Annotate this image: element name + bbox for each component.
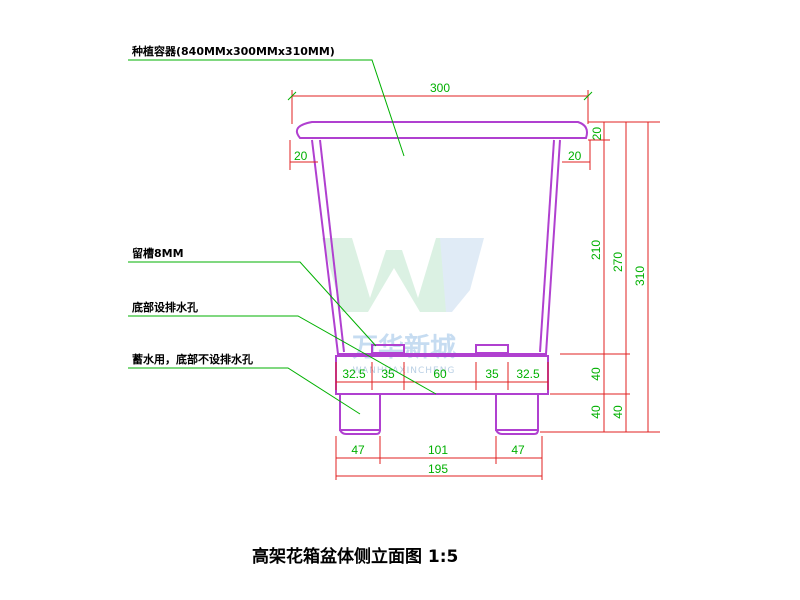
dim-legs bbox=[335, 436, 543, 480]
leader-lines bbox=[128, 59, 437, 415]
dim-h40-inner: 40 bbox=[589, 367, 603, 381]
watermark-logo bbox=[322, 238, 484, 312]
dim-rim-left: 20 bbox=[294, 149, 308, 163]
label-container: 种植容器(840MMx300MMx310MM) bbox=[131, 44, 335, 58]
dim-leg-left: 47 bbox=[351, 443, 365, 457]
label-drain-holes: 底部设排水孔 bbox=[132, 300, 198, 314]
dim-base-width: 195 bbox=[428, 462, 448, 476]
dim-h310: 310 bbox=[633, 266, 647, 286]
drawing-title: 高架花箱盆体侧立面图 1:5 bbox=[252, 546, 458, 567]
dim-35-right: 35 bbox=[485, 367, 499, 381]
dim-leg-gap: 101 bbox=[428, 443, 448, 457]
dim-vertical-chain bbox=[540, 121, 660, 433]
dim-35-left: 35 bbox=[381, 367, 395, 381]
dim-leg-right: 47 bbox=[511, 443, 525, 457]
dim-rim-height: 20 bbox=[590, 127, 604, 141]
dim-rim-right: 20 bbox=[568, 149, 582, 163]
dim-bottom-chain bbox=[335, 362, 549, 390]
dim-32-right: 32.5 bbox=[516, 367, 540, 381]
dim-h40-outer: 40 bbox=[611, 405, 625, 419]
dim-rim-offsets bbox=[289, 140, 591, 170]
dim-h270: 270 bbox=[611, 252, 625, 272]
dim-60: 60 bbox=[433, 367, 447, 381]
container-outline bbox=[296, 121, 588, 435]
dim-h40-leg: 40 bbox=[589, 405, 603, 419]
label-wall-groove: 留槽8MM bbox=[132, 246, 184, 260]
dim-32-left: 32.5 bbox=[342, 367, 366, 381]
label-no-drain: 蓄水用，底部不设排水孔 bbox=[132, 352, 253, 366]
dim-h210: 210 bbox=[589, 240, 603, 260]
dim-top-width-label: 300 bbox=[430, 81, 450, 95]
dim-top-width bbox=[287, 90, 593, 124]
